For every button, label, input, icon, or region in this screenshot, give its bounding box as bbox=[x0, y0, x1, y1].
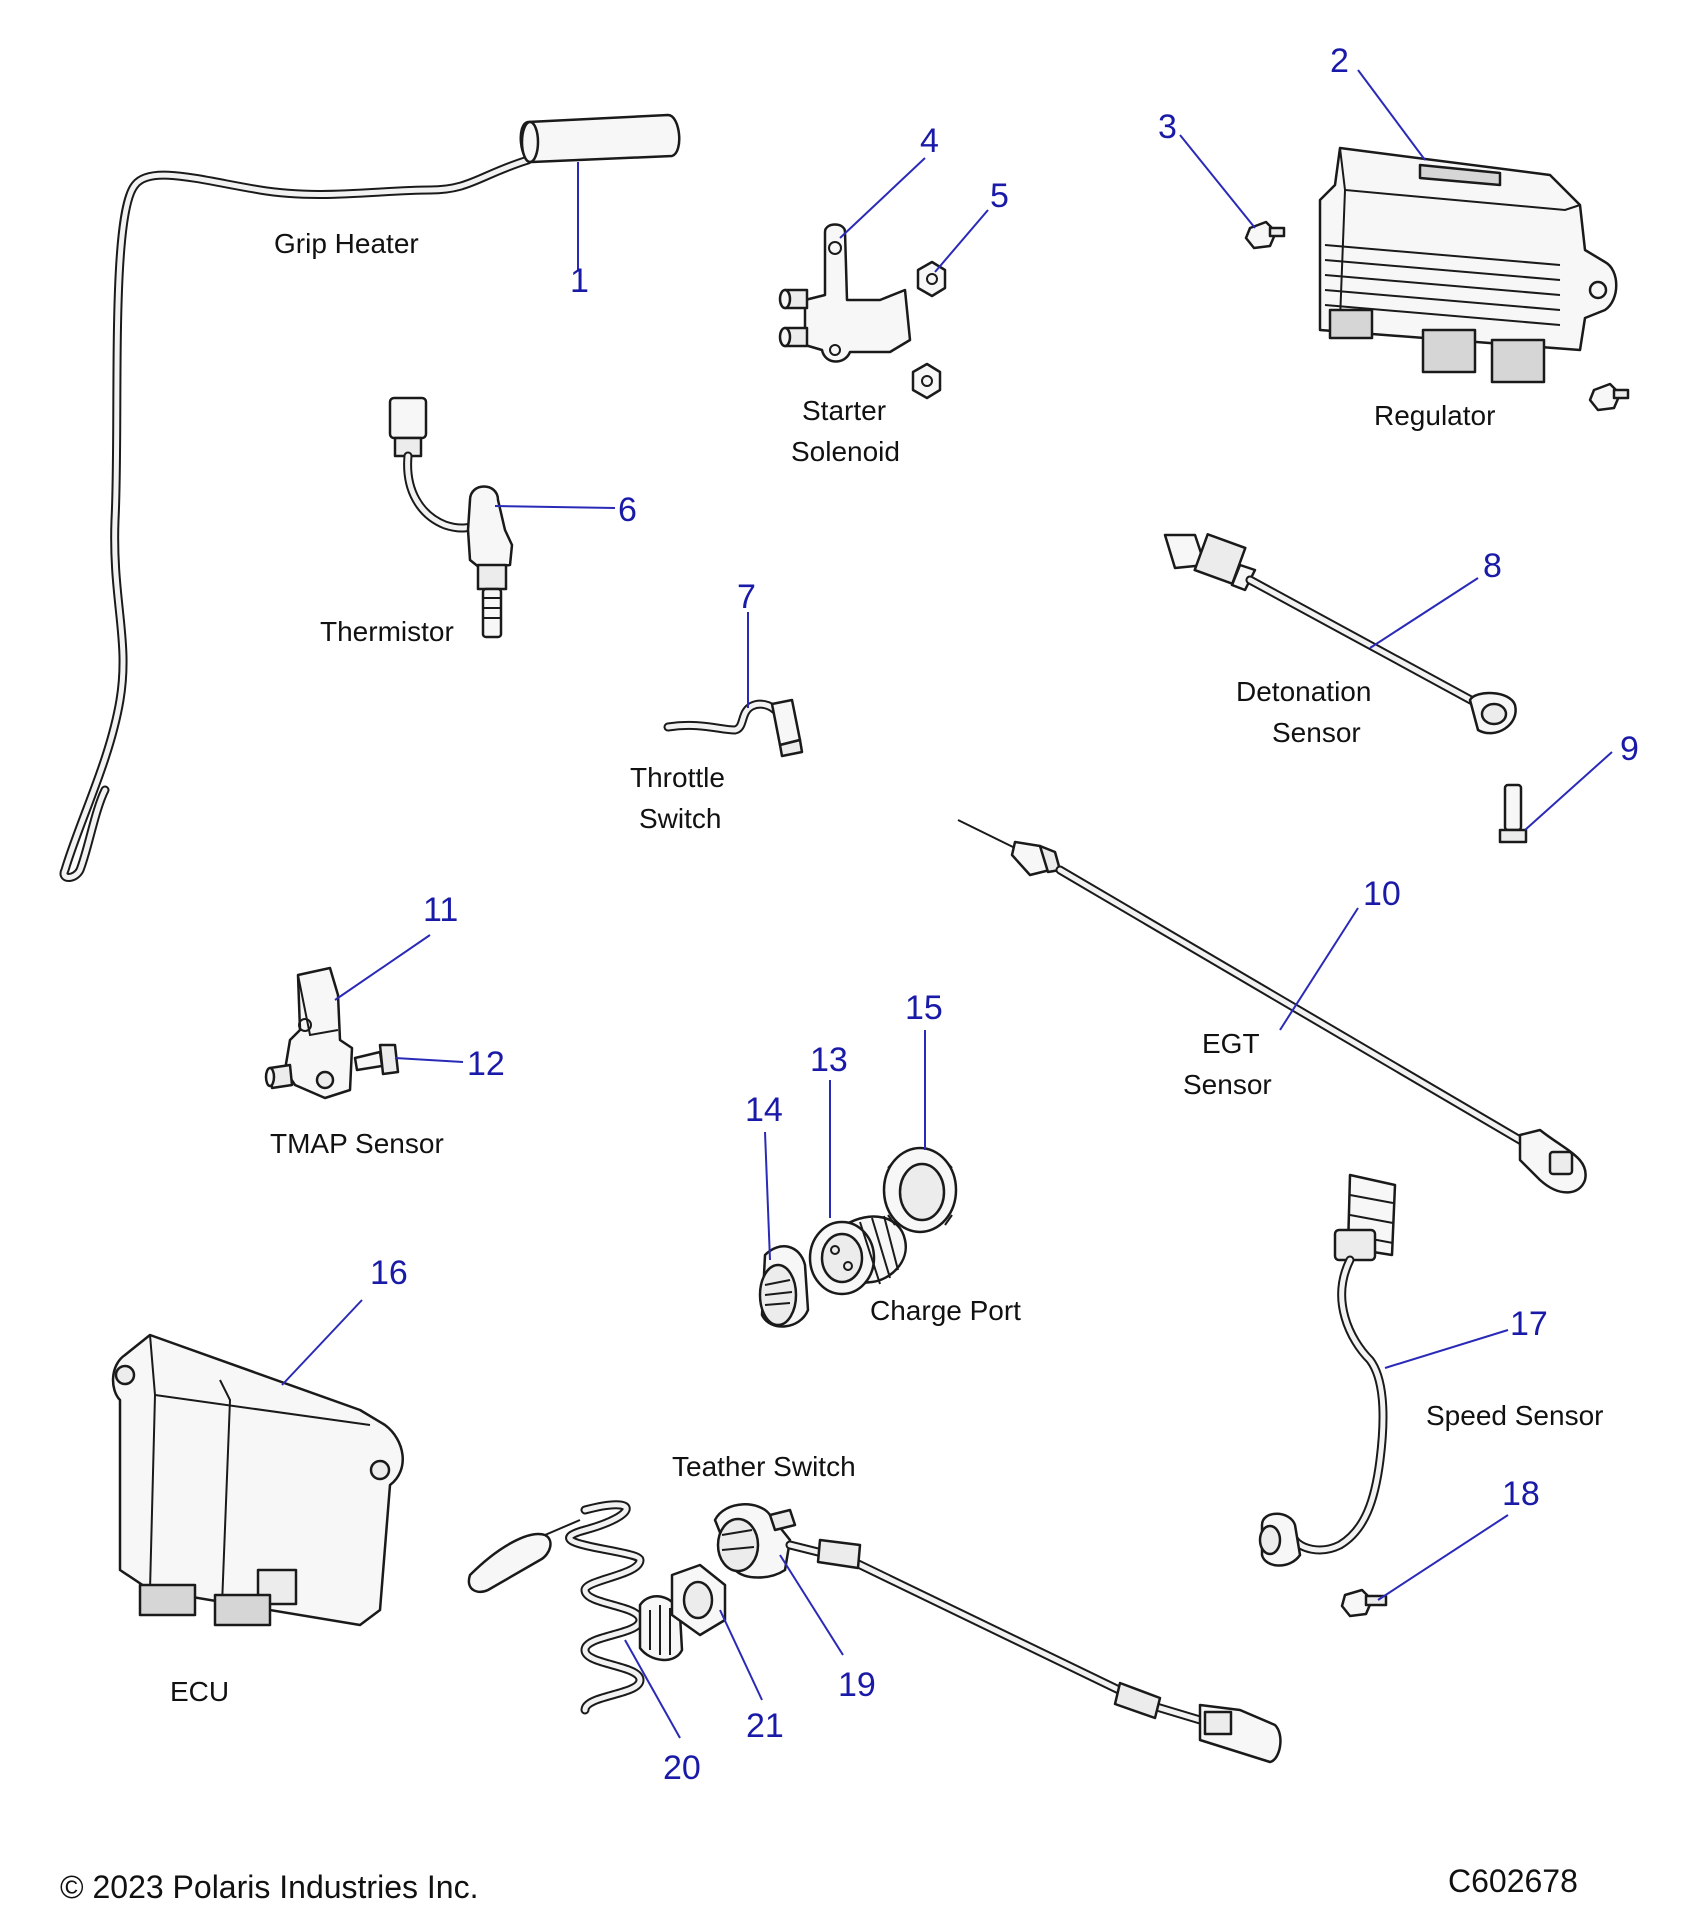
callout-19: 19 bbox=[838, 1666, 876, 1704]
leader-21 bbox=[719, 1609, 763, 1701]
callout-6: 6 bbox=[618, 491, 637, 529]
ecu-part bbox=[111, 1333, 404, 1627]
leader-8 bbox=[1369, 577, 1479, 649]
callout-15: 15 bbox=[905, 989, 943, 1027]
callout-8: 8 bbox=[1483, 547, 1502, 585]
callout-4: 4 bbox=[920, 122, 939, 160]
nut-5-part bbox=[916, 260, 947, 298]
callout-16: 16 bbox=[370, 1254, 408, 1292]
tmap-sensor-part bbox=[264, 966, 354, 1100]
label-speed-sensor: Speed Sensor bbox=[1426, 1400, 1603, 1431]
label-egt-line1: EGT bbox=[1202, 1028, 1260, 1059]
callout-1: 1 bbox=[570, 262, 589, 300]
callout-10: 10 bbox=[1363, 875, 1401, 913]
starter-solenoid-part bbox=[778, 223, 912, 363]
leader-5 bbox=[934, 209, 989, 273]
callout-7: 7 bbox=[737, 578, 756, 616]
regulator-part bbox=[1318, 146, 1618, 384]
leader-12 bbox=[394, 1057, 464, 1063]
charge-port-body-part bbox=[808, 1215, 908, 1296]
regulator-bolt-part bbox=[1588, 382, 1630, 412]
leader-9 bbox=[1524, 751, 1613, 831]
label-detonation-line2: Sensor bbox=[1272, 717, 1361, 748]
label-throttle-line2: Switch bbox=[639, 803, 721, 834]
label-tmap-sensor: TMAP Sensor bbox=[270, 1128, 444, 1159]
label-charge-port: Charge Port bbox=[870, 1295, 1021, 1326]
nut-5b-part bbox=[911, 362, 942, 400]
callout-3: 3 bbox=[1158, 108, 1177, 146]
callout-numbers: 1 2 3 4 5 6 7 8 9 10 11 12 13 14 15 16 1… bbox=[370, 42, 1639, 1787]
part-labels: Grip Heater Starter Solenoid Regulator T… bbox=[170, 228, 1603, 1707]
callout-12: 12 bbox=[467, 1045, 505, 1083]
thermistor-part bbox=[388, 396, 514, 639]
label-detonation-line1: Detonation bbox=[1236, 676, 1371, 707]
callout-21: 21 bbox=[746, 1707, 784, 1745]
throttle-switch-part bbox=[663, 698, 804, 758]
bolt-9-part bbox=[1498, 783, 1528, 844]
label-ecu: ECU bbox=[170, 1676, 229, 1707]
drawing-id: C602678 bbox=[1448, 1863, 1578, 1899]
leader-16 bbox=[281, 1299, 363, 1386]
leader-17 bbox=[1384, 1329, 1509, 1369]
callout-2: 2 bbox=[1330, 42, 1349, 80]
callout-18: 18 bbox=[1502, 1475, 1540, 1513]
speed-sensor-part bbox=[1258, 1173, 1397, 1567]
label-throttle-line1: Throttle bbox=[630, 762, 725, 793]
label-grip-heater: Grip Heater bbox=[274, 228, 419, 259]
callout-5: 5 bbox=[990, 177, 1009, 215]
label-thermistor: Thermistor bbox=[320, 616, 454, 647]
bolt-3-part bbox=[1244, 220, 1286, 250]
label-teather-switch: Teather Switch bbox=[672, 1451, 856, 1482]
leader-20 bbox=[624, 1639, 681, 1739]
callout-9: 9 bbox=[1620, 730, 1639, 768]
callout-11: 11 bbox=[423, 891, 458, 929]
tether-nut-21-part bbox=[670, 1563, 727, 1637]
bolt-12-part bbox=[353, 1043, 400, 1076]
callout-14: 14 bbox=[745, 1091, 783, 1129]
charge-port-nut-part bbox=[882, 1146, 958, 1234]
leader-2 bbox=[1357, 69, 1426, 161]
callout-17: 17 bbox=[1510, 1305, 1548, 1343]
leader-6 bbox=[494, 505, 616, 509]
charge-port-cap-part bbox=[758, 1245, 810, 1328]
leader-10 bbox=[1279, 907, 1359, 1031]
label-egt-line2: Sensor bbox=[1183, 1069, 1272, 1100]
tether-switch-19-part bbox=[713, 1503, 1282, 1764]
copyright-text: © 2023 Polaris Industries Inc. bbox=[60, 1869, 478, 1905]
leader-11 bbox=[334, 934, 431, 1001]
detonation-sensor-part bbox=[1163, 533, 1517, 735]
grip-heater-part bbox=[59, 113, 681, 882]
tether-lanyard-part bbox=[467, 1500, 645, 1715]
callout-13: 13 bbox=[810, 1041, 848, 1079]
leader-14 bbox=[764, 1131, 771, 1261]
label-starter-line1: Starter bbox=[802, 395, 886, 426]
bolt-18-part bbox=[1340, 1588, 1388, 1618]
label-regulator: Regulator bbox=[1374, 400, 1495, 431]
callout-20: 20 bbox=[663, 1749, 701, 1787]
leader-4 bbox=[839, 157, 926, 239]
leader-3 bbox=[1179, 134, 1256, 229]
label-starter-line2: Solenoid bbox=[791, 436, 900, 467]
leader-19 bbox=[779, 1554, 844, 1656]
footer: © 2023 Polaris Industries Inc. C602678 bbox=[60, 1863, 1578, 1905]
leader-18 bbox=[1377, 1514, 1509, 1601]
egt-sensor-part bbox=[957, 819, 1587, 1194]
leader-lines bbox=[281, 69, 1613, 1739]
